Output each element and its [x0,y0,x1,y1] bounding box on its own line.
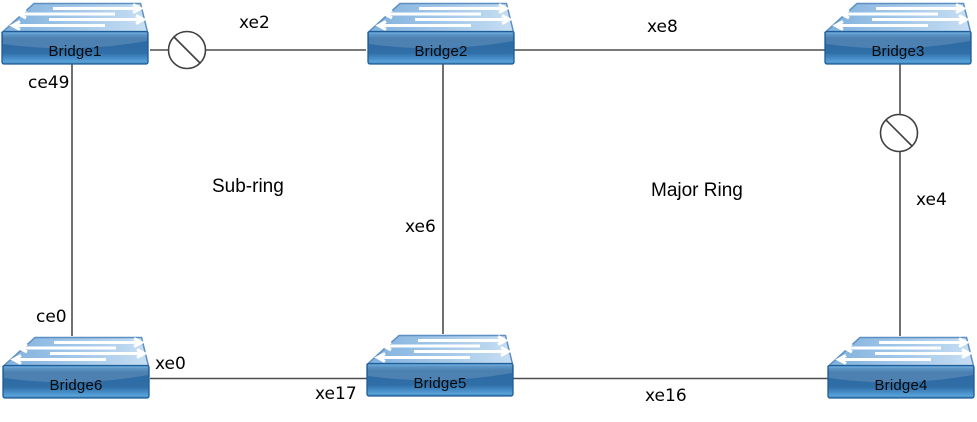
port-label-xe6: xe6 [405,217,436,237]
bridge-node-bridge5: Bridge5 [366,334,514,397]
bridge-node-bridge3: Bridge3 [824,2,972,65]
port-label-ce0: ce0 [36,307,67,327]
ring-label-sub-ring: Sub-ring [212,176,284,197]
bridge-label: Bridge5 [413,375,467,392]
bridge-label: Bridge1 [48,43,102,60]
port-label-xe17: xe17 [315,384,357,404]
bridge-label: Bridge4 [874,377,928,394]
bridge-node-bridge2: Bridge2 [367,2,515,65]
bridge-node-bridge6: Bridge6 [2,336,150,399]
blocked-port-icon-xe2 [167,30,207,70]
ring-label-major-ring: Major Ring [651,180,743,201]
bridge-label: Bridge2 [414,43,468,60]
port-label-xe0: xe0 [155,354,186,374]
bridge-label: Bridge3 [871,43,925,60]
bridge-node-bridge4: Bridge4 [827,336,975,399]
blocked-port-icon-xe4 [879,113,919,153]
port-label-ce49: ce49 [28,73,70,93]
port-label-xe2: xe2 [239,13,270,33]
port-label-xe16: xe16 [645,386,687,406]
port-label-xe4: xe4 [916,190,947,210]
bridge-node-bridge1: Bridge1 [1,2,149,65]
bridge-label: Bridge6 [49,377,103,394]
port-label-xe8: xe8 [647,17,678,37]
